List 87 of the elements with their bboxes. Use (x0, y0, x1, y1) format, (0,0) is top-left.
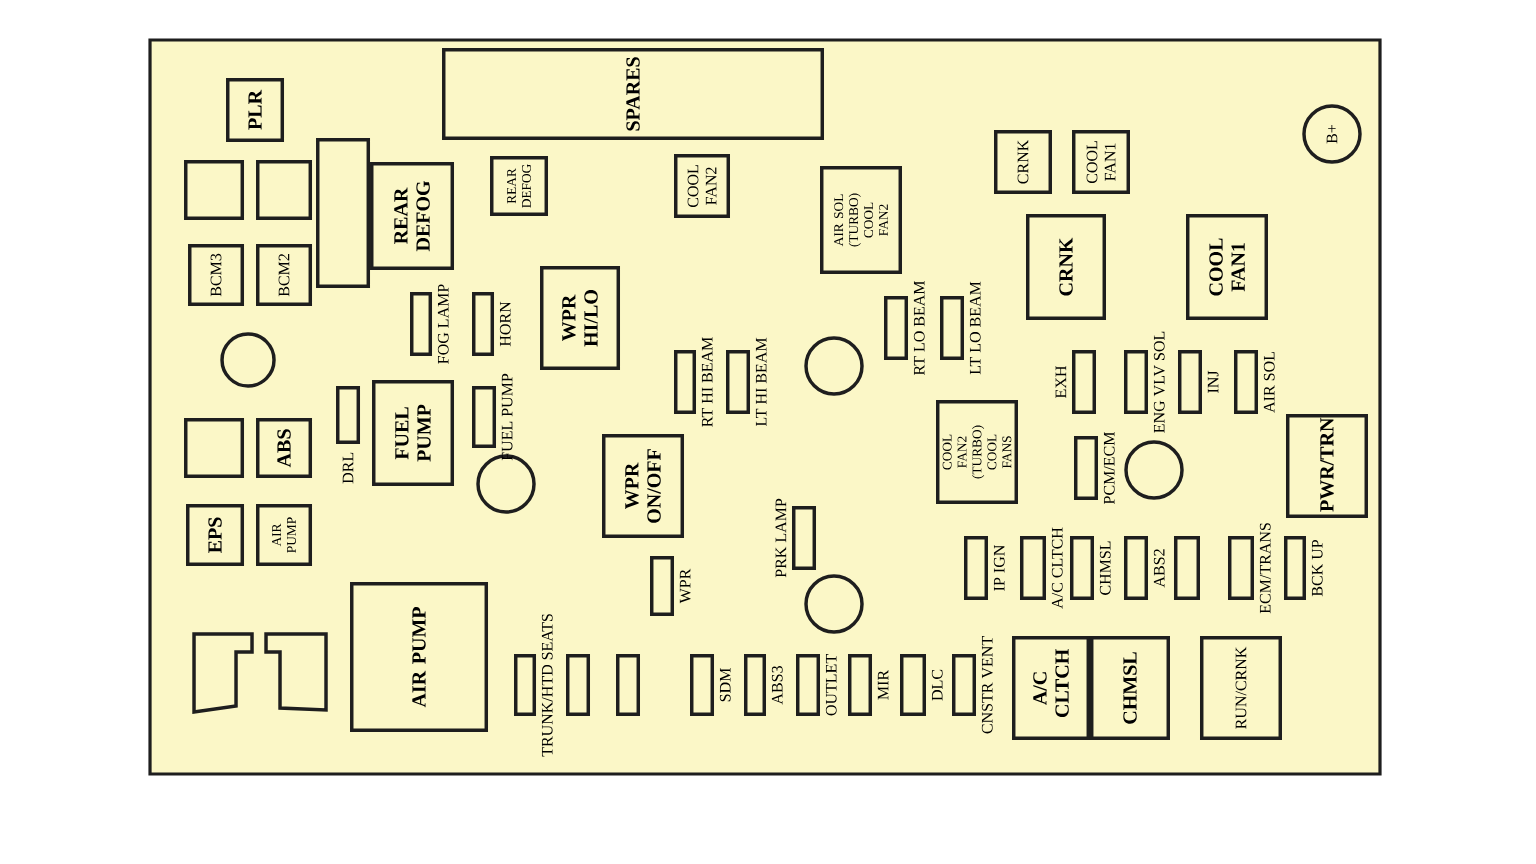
fuse-label: EXH (1055, 366, 1067, 398)
fuse-label: OUTLET (825, 654, 837, 716)
round-hole (220, 332, 276, 388)
relay (184, 418, 245, 478)
relay: REAR DEFOG (370, 162, 454, 270)
relay: RUN/CRNK (1200, 635, 1282, 740)
fuse-label: HORN (499, 301, 511, 347)
fuse (796, 654, 820, 716)
fuse-label: INJ (1207, 370, 1219, 393)
fuse-label: LT LO BEAM (969, 281, 981, 375)
fuse (1020, 536, 1046, 600)
fuse-label: FOG LAMP (437, 284, 449, 364)
relay: PLR (226, 78, 285, 142)
fuse-label: MIR (877, 669, 889, 700)
relay (184, 160, 245, 220)
relay: A/C CLTCH (1012, 635, 1090, 740)
fuse (1178, 350, 1202, 414)
relay: COOL FAN2 (674, 154, 730, 218)
fuse (1228, 536, 1254, 600)
fuse (472, 292, 494, 356)
fuse (952, 654, 976, 716)
fuse-label: PCM/ECM (1103, 432, 1115, 504)
fuse (1070, 536, 1094, 600)
connector-block (316, 138, 370, 288)
fuse-label: IP IGN (993, 545, 1005, 591)
fuse-label: DLC (931, 669, 943, 701)
relay: FUEL PUMP (372, 380, 454, 486)
fuse (674, 350, 696, 414)
fuse (472, 386, 496, 448)
fuse-label: BCK UP (1311, 539, 1323, 597)
fuse (900, 654, 926, 716)
fuse (1124, 350, 1148, 414)
relay (256, 160, 313, 220)
fuse-label: PRK LAMP (775, 498, 787, 578)
fuse (792, 506, 816, 570)
relay: CRNK (994, 130, 1052, 194)
fuse (744, 654, 766, 716)
fuse (940, 296, 964, 360)
fuse (616, 654, 640, 716)
fuse (1124, 536, 1148, 600)
fuse (1074, 436, 1098, 500)
fuse-label: WPR (679, 568, 691, 604)
fuse (1234, 350, 1258, 414)
relay: CHMSL (1090, 635, 1170, 740)
round-hole (1124, 440, 1184, 500)
fuse (566, 654, 590, 716)
fuse-label: LT HI BEAM (755, 337, 767, 427)
fuse-label: ABS2 (1153, 549, 1165, 588)
fuse (884, 296, 908, 360)
fuse (690, 654, 714, 716)
fuse (848, 654, 872, 716)
fuse-label: DRL (342, 452, 354, 484)
relay: CRNK (1026, 214, 1106, 320)
relay: AIR PUMP (350, 582, 488, 732)
relay: BCM3 (188, 243, 245, 307)
fuse-label: A/C CLTCH (1051, 527, 1063, 609)
fuse-label: FUEL PUMP (501, 373, 513, 461)
fuse-label: CHMSL (1099, 541, 1111, 595)
fuse (514, 654, 536, 716)
fuse-label: AIR SOL (1263, 352, 1275, 413)
fuse-label: TRUNK/HTD SEATS (541, 614, 553, 757)
fuse (650, 556, 674, 616)
round-hole (804, 336, 864, 396)
fuse-label: RT LO BEAM (913, 280, 925, 376)
fuse (1284, 536, 1306, 600)
fuse (726, 350, 750, 414)
relay: COOL FAN1 (1186, 214, 1268, 320)
fuse-label: ABS3 (771, 666, 783, 705)
round-hole (804, 574, 864, 634)
fuse-label: SDM (719, 668, 731, 702)
fuse-label: ENG VLV SOL (1153, 331, 1165, 433)
fuse (1072, 350, 1096, 414)
relay: WPR HI/LO (540, 266, 620, 370)
relay: SPARES (442, 48, 824, 140)
relay: COOL FAN1 (1072, 130, 1130, 194)
fuse (964, 536, 988, 600)
fuse (1174, 536, 1200, 600)
fuse (336, 386, 361, 444)
relay: PWR/TRN (1286, 414, 1368, 518)
fuse-label: ECM/TRANS (1259, 523, 1271, 614)
fuse-label: RT HI BEAM (701, 337, 713, 427)
relay: WPR ON/OFF (602, 434, 684, 538)
relay: BCM2 (256, 243, 313, 307)
fuse (410, 292, 432, 356)
fuse-label: CNSTR VENT (981, 636, 993, 734)
relay: EPS (186, 503, 245, 567)
relay: ABS (256, 418, 313, 478)
